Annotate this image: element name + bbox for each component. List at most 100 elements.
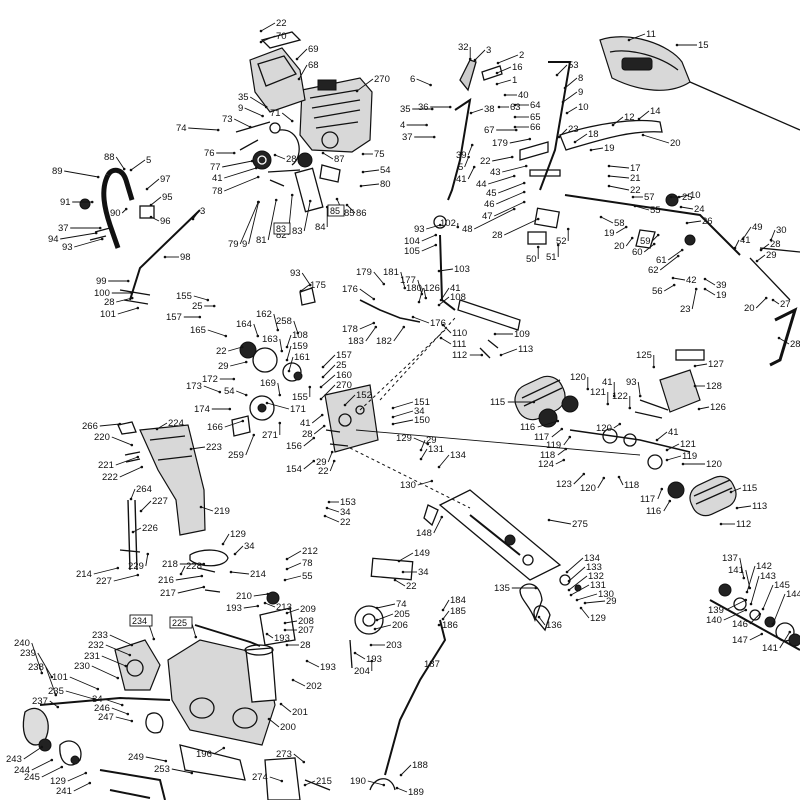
- leader-dot: [439, 336, 443, 340]
- part-number-label: 105: [404, 246, 420, 257]
- part-number-label: 187: [424, 659, 440, 670]
- boxed-label-frame: [327, 204, 345, 217]
- leader-dot: [679, 205, 683, 209]
- leader-dot: [496, 61, 500, 65]
- leader-line: [494, 201, 525, 217]
- leader-dot: [733, 246, 737, 250]
- leader-dot: [252, 433, 256, 437]
- part-number-label: 63: [510, 102, 521, 113]
- part-number-label: 182: [376, 336, 392, 347]
- leader-dot: [369, 643, 373, 647]
- leader-dot: [140, 465, 144, 469]
- part-number-label: 3: [486, 45, 491, 56]
- part-number-label: 56: [652, 286, 663, 297]
- part-number-label: 22: [340, 517, 351, 528]
- leader-dot: [606, 402, 610, 406]
- leader-line: [111, 436, 132, 446]
- leader-line: [301, 272, 311, 286]
- leader-line: [698, 406, 710, 410]
- part-number-label: 124: [538, 459, 554, 470]
- leader-line: [286, 334, 292, 348]
- part-number-label: 78: [212, 186, 223, 197]
- leader-line: [222, 533, 230, 545]
- leader-dot: [437, 269, 441, 273]
- part-number-label: 157: [166, 312, 182, 323]
- part-number-label: 179: [356, 267, 372, 278]
- part-number-label: 34: [340, 507, 351, 518]
- leader-dot: [155, 427, 159, 431]
- part-number-label: 140: [706, 615, 722, 626]
- leader-line: [417, 480, 432, 486]
- leader-line: [750, 575, 760, 605]
- part-number-label: 229: [128, 561, 144, 572]
- leader-line: [704, 288, 716, 296]
- leader-dot: [532, 400, 536, 404]
- part-number-label: 212: [302, 546, 318, 557]
- part-number-label: 60: [632, 247, 643, 258]
- part-number-label: 93: [62, 242, 73, 253]
- part-number-label: 59: [640, 236, 651, 247]
- leader-dot: [199, 505, 203, 509]
- leader-dot: [669, 195, 673, 199]
- part-number-label: 221: [98, 460, 114, 471]
- part-number-label: 259: [228, 450, 244, 461]
- part-number-label: 5: [458, 162, 463, 173]
- leader-dot: [607, 174, 611, 178]
- leader-dot: [638, 394, 642, 398]
- leader-line: [418, 287, 424, 303]
- leader-line: [608, 175, 630, 179]
- part-number-label: 83: [292, 226, 303, 237]
- part-number-label: 24: [694, 204, 705, 215]
- leader-dot: [285, 557, 289, 561]
- leader-dot: [568, 435, 572, 439]
- leader-dot: [129, 168, 133, 172]
- part-number-label: 240: [14, 638, 30, 649]
- leader-dot: [430, 107, 434, 111]
- part-number-label: 220: [94, 432, 110, 443]
- leader-line: [440, 287, 450, 301]
- leader-dot: [221, 542, 225, 546]
- leader-line: [376, 603, 396, 609]
- part-number-label: 193: [320, 662, 336, 673]
- leader-line: [222, 160, 253, 168]
- leader-line: [115, 156, 125, 170]
- part-number-label: 28: [492, 230, 503, 241]
- leader-line: [31, 759, 53, 771]
- leader-line: [467, 144, 473, 156]
- leader-line: [396, 787, 408, 793]
- part-number-label: 193: [226, 603, 242, 614]
- part-number-label: 131: [428, 444, 444, 455]
- leader-dot: [759, 248, 763, 252]
- part-number-label: 218: [162, 559, 178, 570]
- leader-line: [566, 557, 584, 573]
- leader-line: [286, 345, 292, 361]
- part-number-label: 34: [418, 567, 429, 578]
- leader-dot: [630, 236, 634, 240]
- leader-line: [433, 516, 443, 534]
- leader-dot: [391, 406, 395, 410]
- part-number-label: 270: [336, 380, 352, 391]
- leader-line: [756, 254, 766, 262]
- leader-line: [576, 593, 598, 601]
- leader-dot: [359, 184, 363, 188]
- leader-dot: [283, 628, 287, 632]
- leader-line: [156, 422, 168, 430]
- boxed-part-number: 85: [330, 206, 340, 216]
- leader-line: [359, 288, 375, 300]
- part-number-label: 29: [606, 596, 617, 607]
- leader-dot: [265, 401, 269, 405]
- part-number-label: 189: [408, 787, 424, 798]
- part-number-label: 28: [770, 239, 781, 250]
- part-number-label: 178: [342, 324, 358, 335]
- leader-dot: [555, 73, 559, 77]
- leader-line: [303, 460, 315, 470]
- leader-dot: [285, 567, 289, 571]
- leader-line: [473, 208, 515, 230]
- leader-dot: [291, 678, 295, 682]
- part-number-label: 99: [96, 276, 107, 287]
- part-number-label: 95: [162, 192, 173, 203]
- leader-dot: [278, 421, 282, 425]
